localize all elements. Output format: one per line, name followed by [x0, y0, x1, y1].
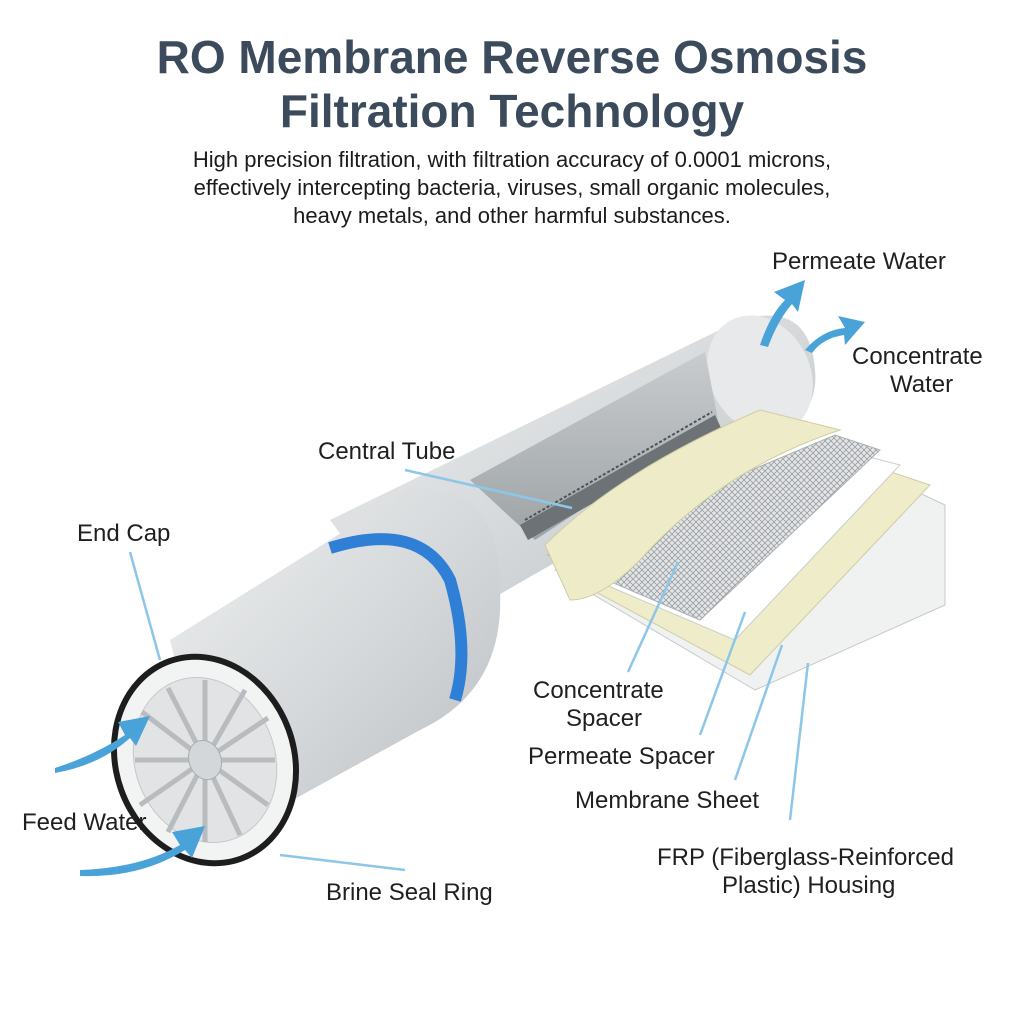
- label-concentrate-water-line2: Water: [890, 371, 953, 398]
- label-frp-housing-line2: Plastic) Housing: [722, 872, 895, 899]
- end-cap: [110, 653, 300, 867]
- label-concentrate-spacer-line2: Spacer: [566, 705, 642, 732]
- subtitle-line-2: effectively intercepting bacteria, virus…: [193, 175, 831, 200]
- concentrate-arrow: [805, 316, 865, 353]
- feed-arrow-lower: [80, 826, 205, 877]
- label-brine-seal-ring: Brine Seal Ring: [326, 879, 493, 906]
- title-line-2: Filtration Technology: [279, 85, 745, 137]
- label-feed-water: Feed Water: [22, 809, 147, 836]
- feed-arrow-upper: [55, 716, 150, 773]
- blue-band: [328, 533, 468, 702]
- label-membrane-sheet: Membrane Sheet: [575, 787, 759, 814]
- label-permeate-spacer: Permeate Spacer: [528, 743, 715, 770]
- leader-lines: [128, 468, 810, 872]
- page-title: RO Membrane Reverse Osmosis Filtration T…: [0, 30, 1024, 138]
- label-concentrate-water-line1: Concentrate: [852, 343, 983, 370]
- subtitle-line-3: heavy metals, and other harmful substanc…: [293, 203, 731, 228]
- label-end-cap: End Cap: [77, 520, 170, 547]
- label-frp-housing-line1: FRP (Fiberglass-Reinforced: [657, 844, 954, 871]
- top-membrane-layer: [544, 409, 842, 601]
- title-line-1: RO Membrane Reverse Osmosis: [156, 31, 868, 83]
- permeate-arrow: [760, 280, 805, 347]
- membrane-layers: [544, 409, 946, 691]
- label-central-tube: Central Tube: [318, 438, 455, 465]
- subtitle: High precision filtration, with filtrati…: [0, 146, 1024, 230]
- subtitle-line-1: High precision filtration, with filtrati…: [192, 147, 832, 172]
- labels: Permeate Water Concentrate Water Central…: [22, 248, 983, 906]
- flow-arrows: [55, 280, 865, 877]
- label-concentrate-spacer-line1: Concentrate: [533, 677, 664, 704]
- housing-cutout: [470, 352, 718, 540]
- label-permeate-water: Permeate Water: [772, 248, 946, 275]
